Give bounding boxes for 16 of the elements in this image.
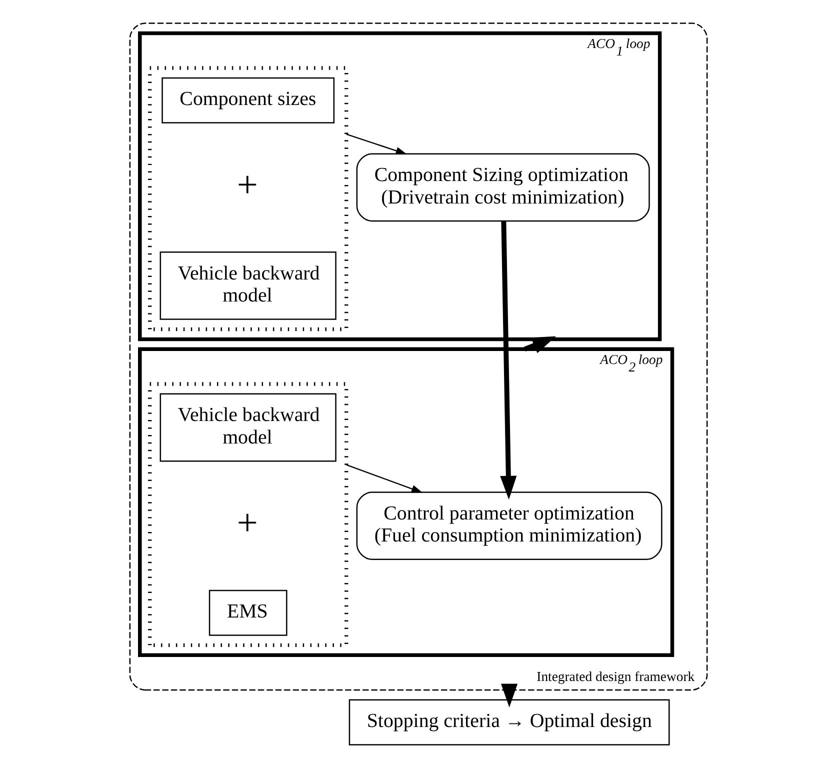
node-box: Stopping criteria → Optimal design [348,699,670,746]
label: + [236,164,258,206]
node-box: Vehicle backward model [159,252,336,320]
arrow [500,684,518,708]
arrow [500,221,516,500]
node-box: EMS [208,590,287,636]
cluster [147,382,348,648]
arrow [523,336,556,354]
node-box: Component sizes [161,77,334,124]
node-box: Control parameter optimization (Fuel consumption minimization) [356,492,662,560]
cluster [147,66,348,332]
node-box: Component Sizing optimization (Drivetrain cost minimization) [356,153,650,222]
label: + [236,503,258,544]
node-box: Vehicle backward model [159,393,336,462]
arrow [346,464,422,493]
arrow [346,134,407,155]
